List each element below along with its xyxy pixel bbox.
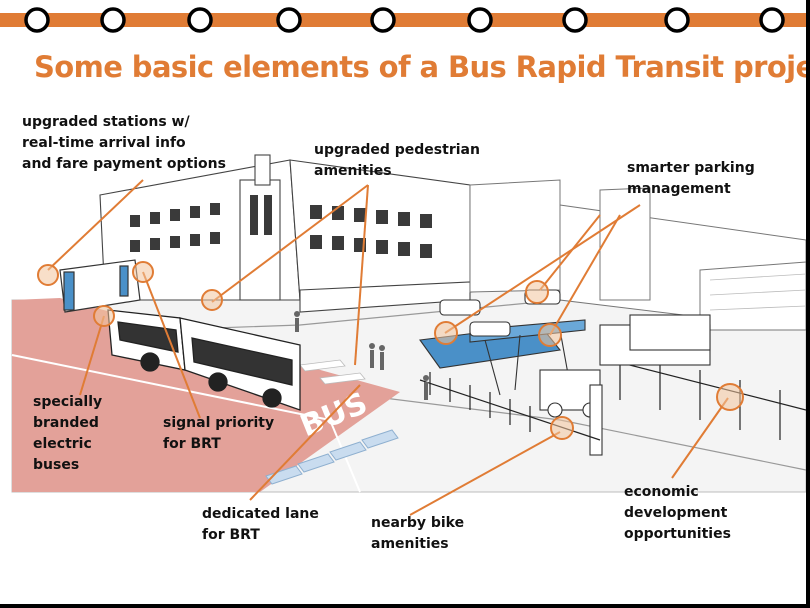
callout-marker-stations: [37, 264, 59, 286]
crosswalk: [265, 429, 399, 485]
station-stop-icon: [24, 7, 50, 33]
callout-line-pedestrian-1: [211, 184, 369, 303]
slide-title: Some basic elements of a Bus Rapid Trans…: [34, 50, 806, 84]
station-stop-icon: [562, 7, 588, 33]
callout-line-lane: [249, 384, 361, 501]
callout-line-parking: [444, 204, 641, 334]
transit-line-bar: [0, 7, 806, 33]
bus-station-shelter: [59, 259, 141, 313]
callout-marker-buses: [93, 305, 115, 327]
callout-marker-economic: [716, 383, 744, 411]
callout-marker-bike: [550, 416, 574, 440]
label-upgraded-stations: upgraded stations w/real-time arrival in…: [22, 114, 226, 172]
station-stop-icon: [370, 7, 396, 33]
electric-bus: [107, 309, 301, 411]
station-stop-icon: [664, 7, 690, 33]
station-stop-icon: [467, 7, 493, 33]
callout-line-stations: [47, 179, 144, 271]
callout-line-buses: [79, 315, 105, 396]
callout-lines: [47, 179, 729, 516]
callout-line-pedestrian-2: [354, 184, 369, 366]
pedestrians: [294, 311, 429, 400]
callout-line-parking-3: [549, 214, 621, 336]
callout-line-economic: [671, 397, 729, 479]
callout-marker-pedestrian: [201, 289, 223, 311]
callout-line-bike: [409, 431, 561, 516]
callout-line-signal: [142, 271, 201, 419]
parked-cars: [439, 289, 711, 366]
callout-marker-parking-3: [538, 323, 562, 347]
callout-marker-signal: [132, 261, 154, 283]
station-stop-icon: [759, 7, 785, 33]
callout-marker-parking-2: [434, 321, 458, 345]
lane-edge: [11, 354, 361, 493]
station-stop-icon: [276, 7, 302, 33]
station-stop-icon: [187, 7, 213, 33]
station-stop-icon: [100, 7, 126, 33]
callout-line-parking-2: [539, 214, 601, 291]
building-windows: [130, 195, 432, 258]
callout-marker-parking: [525, 280, 549, 304]
